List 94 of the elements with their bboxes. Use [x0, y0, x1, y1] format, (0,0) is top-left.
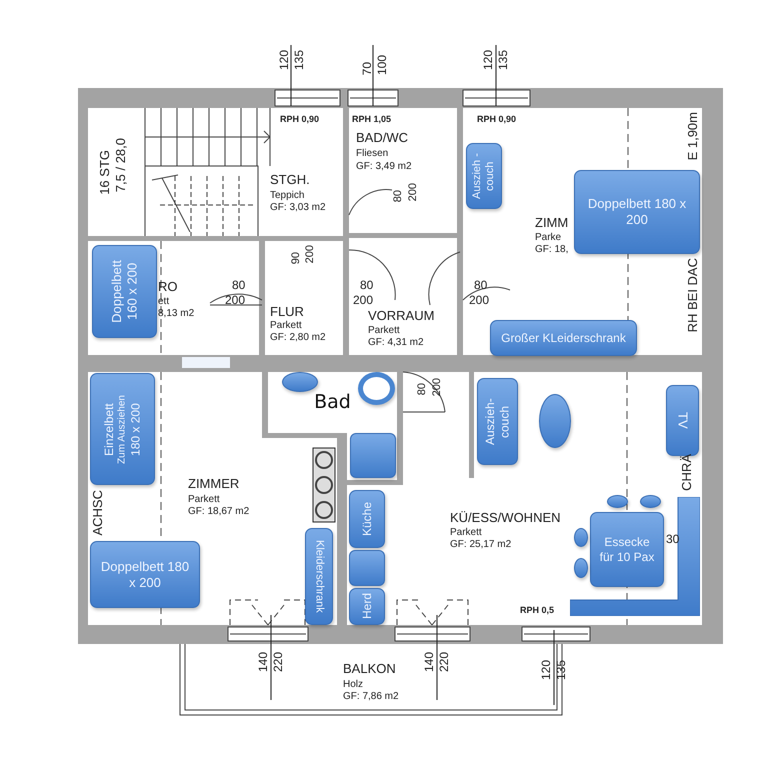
tv-block	[666, 385, 699, 456]
dimension-label: 200	[305, 245, 316, 264]
plan-label: GF: 25,17 m2	[450, 540, 512, 550]
dimension-label: 80	[232, 279, 246, 291]
wardrobe	[490, 320, 637, 356]
dimension-label: 140	[257, 652, 269, 672]
cabinet-block	[350, 433, 396, 478]
plan-label: Fliesen	[356, 149, 388, 159]
wardrobe	[305, 528, 333, 625]
dimension-label: 80	[393, 190, 404, 202]
couch	[477, 378, 518, 465]
dimension-label: 120	[278, 50, 290, 70]
dimension-label: 120	[482, 50, 494, 70]
plan-label: RPH 0,90	[477, 115, 516, 124]
plan-label: Parkett	[450, 528, 482, 538]
dimension-label: 135	[497, 50, 509, 70]
couch	[466, 143, 502, 209]
plan-label: GF: 2,80 m2	[270, 333, 326, 343]
dimension-label: 80	[474, 279, 488, 291]
room-label: RO	[158, 280, 178, 293]
bed	[92, 245, 157, 338]
furniture-label: Auszieh- couch	[483, 397, 512, 447]
plan-label: 7,5 / 28,0	[114, 138, 127, 192]
plan-label: Parkett	[188, 495, 220, 505]
plan-label: ACHSC	[91, 490, 104, 536]
furniture-label: Einzelbett	[102, 402, 116, 456]
furniture-label: Doppelbett	[108, 260, 124, 323]
room-label: Bad	[314, 391, 351, 414]
dimension-label: 220	[272, 652, 284, 672]
dimension-label: 200	[408, 183, 419, 202]
plan-label: CHRÄ	[680, 454, 693, 491]
dimension-label: 80	[360, 279, 374, 291]
dimension-label: 80	[417, 383, 428, 396]
furniture-label: Großer KLeiderschrank	[501, 330, 626, 346]
dimension-label: 90	[291, 252, 302, 264]
room-label: ZIMMER	[188, 477, 240, 490]
cabinet-block	[349, 550, 385, 586]
dimension-label: 200	[353, 294, 374, 306]
sink-shape	[358, 372, 395, 405]
furniture-label: Essecke für 10 Pax	[598, 535, 656, 564]
plan-label: Holz	[343, 680, 364, 690]
plan-label: RH BEI DAC	[686, 258, 699, 332]
stove-block	[349, 588, 385, 625]
kitchen-counter	[349, 490, 385, 548]
dimension-label: 70	[361, 62, 373, 76]
room-label: KÜ/ESS/WOHNEN	[450, 511, 561, 524]
plan-label: Teppich	[270, 191, 304, 201]
furniture-label: 160 x 200	[124, 262, 140, 320]
plan-label: RPH 1,05	[352, 115, 392, 124]
room-label: ZIMM	[535, 216, 568, 229]
plan-label: RPH 0,90	[280, 115, 320, 124]
dining-table	[590, 512, 664, 587]
dimension-label: 135	[555, 660, 567, 680]
furniture-label: Küche	[360, 502, 374, 536]
plan-label: GF: 3,49 m2	[356, 162, 412, 172]
plan-label: GF: 18,67 m2	[188, 507, 250, 517]
furniture-label: Zum Ausziehen	[116, 394, 128, 464]
dimension-label: 200	[432, 378, 443, 396]
dimension-label: 200	[225, 294, 246, 306]
plan-label: Parkett	[368, 326, 400, 336]
room-label: STGH.	[270, 173, 310, 186]
dimension-label: 220	[438, 652, 450, 672]
bed	[90, 541, 200, 608]
dimension-label: 200	[469, 294, 490, 306]
plan-label: GF: 18,	[535, 245, 568, 255]
dimension-label: 135	[293, 50, 305, 70]
plan-label: Parkett	[270, 321, 302, 331]
plan-label: 8,13 m2	[158, 309, 194, 319]
furniture-label: Herd	[360, 593, 374, 620]
furniture-label: Doppelbett 180 x 200	[100, 558, 190, 590]
furniture-label: 180 x 200	[128, 402, 143, 456]
plan-label: GF: 7,86 m2	[343, 692, 399, 702]
furniture-label: Kleiderschrank	[312, 540, 326, 613]
plan-label: GF: 4,31 m2	[368, 338, 424, 348]
furniture-label: TV	[674, 412, 690, 429]
plan-label: GF: 3,03 m2	[270, 203, 326, 213]
furniture-label: Doppelbett 180 x 200	[586, 196, 688, 228]
plan-label: ett	[158, 297, 170, 307]
plan-label: E 1,90m	[686, 112, 699, 160]
furniture-label: Auszieh -couch	[470, 152, 497, 201]
plan-label: 16 STG	[98, 150, 111, 195]
plan-label: RPH 0,5	[520, 606, 554, 615]
bed	[574, 170, 700, 254]
bed	[90, 373, 155, 485]
room-label: BALKON	[343, 662, 396, 675]
plan-label: Parke	[535, 233, 562, 243]
bench-shape	[570, 497, 700, 616]
dimension-label: 140	[423, 652, 435, 672]
dimension-label: 120	[540, 660, 552, 680]
toilet-shape	[282, 372, 318, 392]
room-label: BAD/WC	[356, 131, 408, 144]
room-label: VORRAUM	[368, 309, 434, 322]
room-label: FLUR	[270, 305, 304, 318]
dimension-label: 100	[376, 55, 388, 76]
